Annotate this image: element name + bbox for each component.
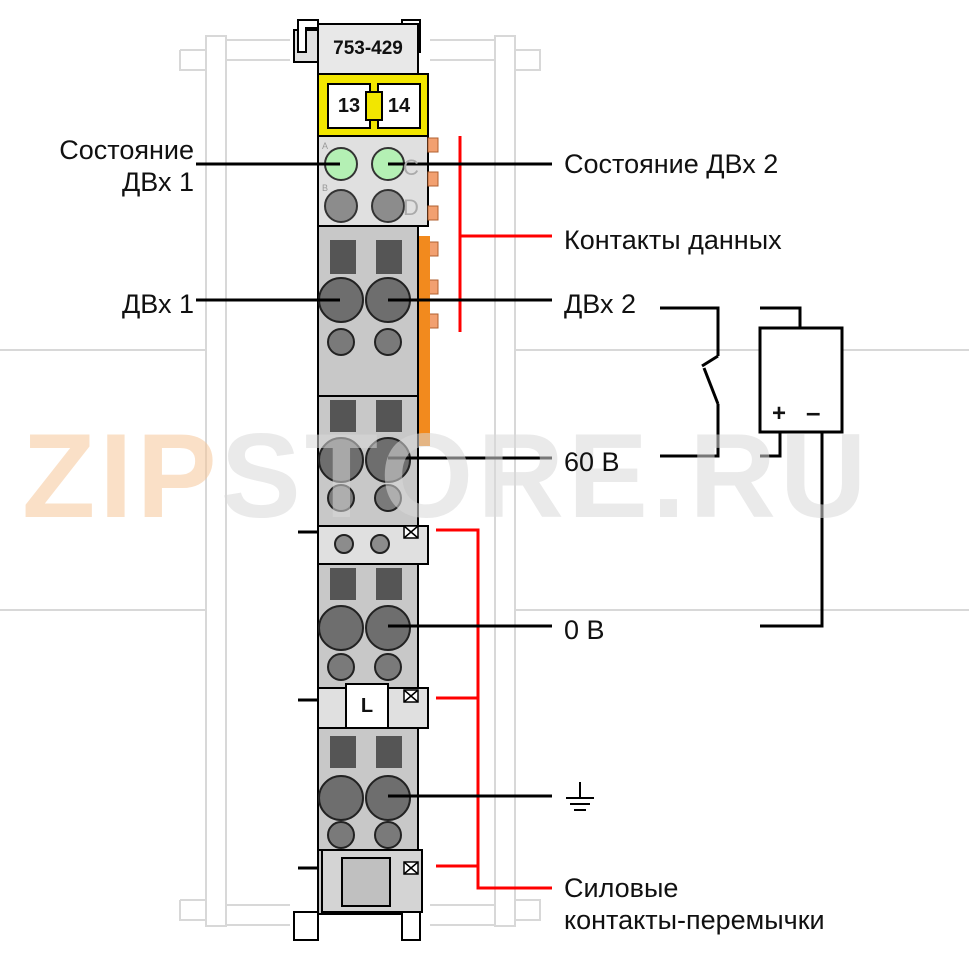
label-di2: ДВх 2 [564,289,637,319]
led-letter-b: B [321,183,328,193]
watermark-part-b: STORE.RU [220,409,871,543]
label-60v: 60 В [564,447,620,477]
label-0v: 0 В [564,615,605,645]
led-d [371,189,405,223]
ground-symbol [566,782,594,811]
part-number: 753-429 [333,38,403,59]
schematic-minus: – [806,397,821,427]
led-letter-d: D [403,195,419,220]
schematic-plus: + [772,400,787,427]
channel-13-box [327,83,371,129]
power-jumper-contacts [403,525,419,875]
label-power-jumper-line1: Силовые [564,873,679,903]
terminal-block-4 [317,727,419,851]
label-clip [365,91,383,121]
leader-lines [196,162,552,798]
external-schematic [660,306,844,628]
channel-13-label: 13 [337,94,361,117]
module-header [317,23,419,75]
label-power-jumper-line2: контакты-перемычки [564,905,825,935]
module-bottom-latch [293,849,423,941]
label-status-di1-line1: Состояние [59,135,194,165]
terminal-block-1 [317,225,419,397]
led-letter-c: C [403,155,419,180]
label-status-di2: Состояние ДВх 2 [564,149,779,179]
l-label: L [360,694,374,717]
led-letter-a: A [321,141,328,151]
data-contact-tabs [427,137,439,329]
label-di1: ДВх 1 [121,289,194,319]
watermark-part-a: ZIP [22,409,221,543]
left-ticks [298,530,318,870]
led-b [324,189,358,223]
label-data-contacts: Контакты данных [564,225,782,255]
terminal-block-2 [317,395,419,527]
watermark: ZIPSTORE.RU [22,416,947,536]
din-rail-outline [0,35,969,927]
power-supply-box [758,326,844,434]
channel-14-label: 14 [387,94,411,117]
channel-14-box [377,83,421,129]
data-contact-strip [418,236,430,446]
label-status-di1-line2: ДВх 1 [121,167,194,197]
switch-contact [701,354,719,368]
